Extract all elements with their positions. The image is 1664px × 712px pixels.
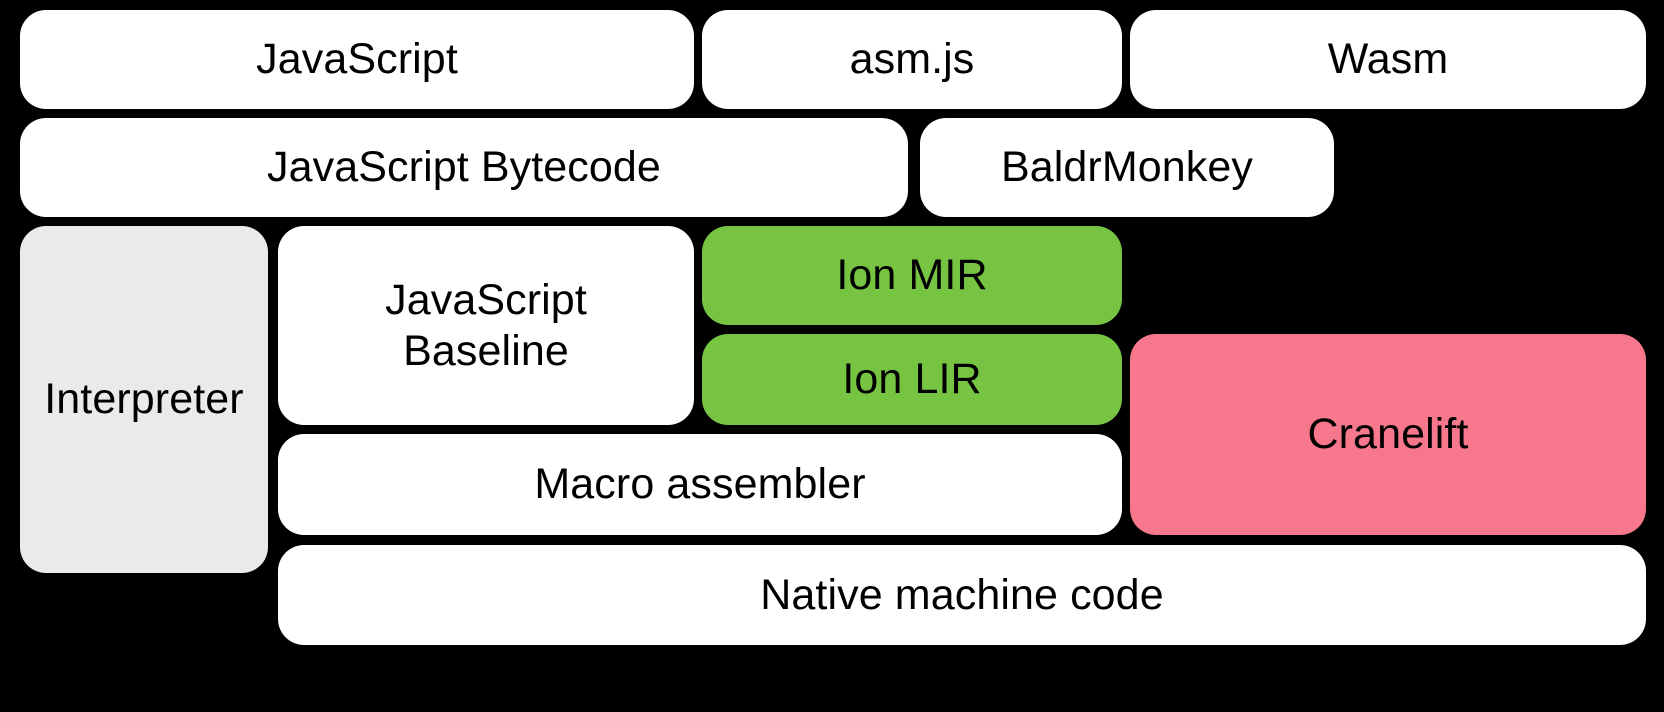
node-ion-lir: Ion LIR (702, 334, 1122, 425)
node-ion-mir: Ion MIR (702, 226, 1122, 325)
node-cranelift: Cranelift (1130, 334, 1646, 535)
node-javascript-label: JavaScript (256, 35, 458, 84)
node-asm-js: asm.js (702, 10, 1122, 109)
node-macro-assembler-label: Macro assembler (534, 460, 866, 509)
node-javascript-baseline-label: JavaScript Baseline (385, 275, 587, 375)
node-javascript-bytecode-label: JavaScript Bytecode (267, 143, 661, 192)
node-javascript-bytecode: JavaScript Bytecode (20, 118, 908, 217)
node-native-machine-code-label: Native machine code (760, 570, 1164, 619)
node-wasm: Wasm (1130, 10, 1646, 109)
node-javascript: JavaScript (20, 10, 694, 109)
node-asm-js-label: asm.js (849, 35, 975, 84)
node-baldrmonkey: BaldrMonkey (920, 118, 1334, 217)
node-native-machine-code: Native machine code (278, 545, 1646, 645)
node-interpreter: Interpreter (20, 226, 268, 573)
node-macro-assembler: Macro assembler (278, 434, 1122, 535)
node-ion-lir-label: Ion LIR (842, 355, 982, 404)
node-javascript-baseline: JavaScript Baseline (278, 226, 694, 425)
node-interpreter-label: Interpreter (44, 375, 244, 424)
node-ion-mir-label: Ion MIR (836, 251, 988, 300)
node-baldrmonkey-label: BaldrMonkey (1000, 143, 1254, 192)
node-wasm-label: Wasm (1327, 35, 1449, 84)
node-cranelift-label: Cranelift (1307, 410, 1469, 459)
